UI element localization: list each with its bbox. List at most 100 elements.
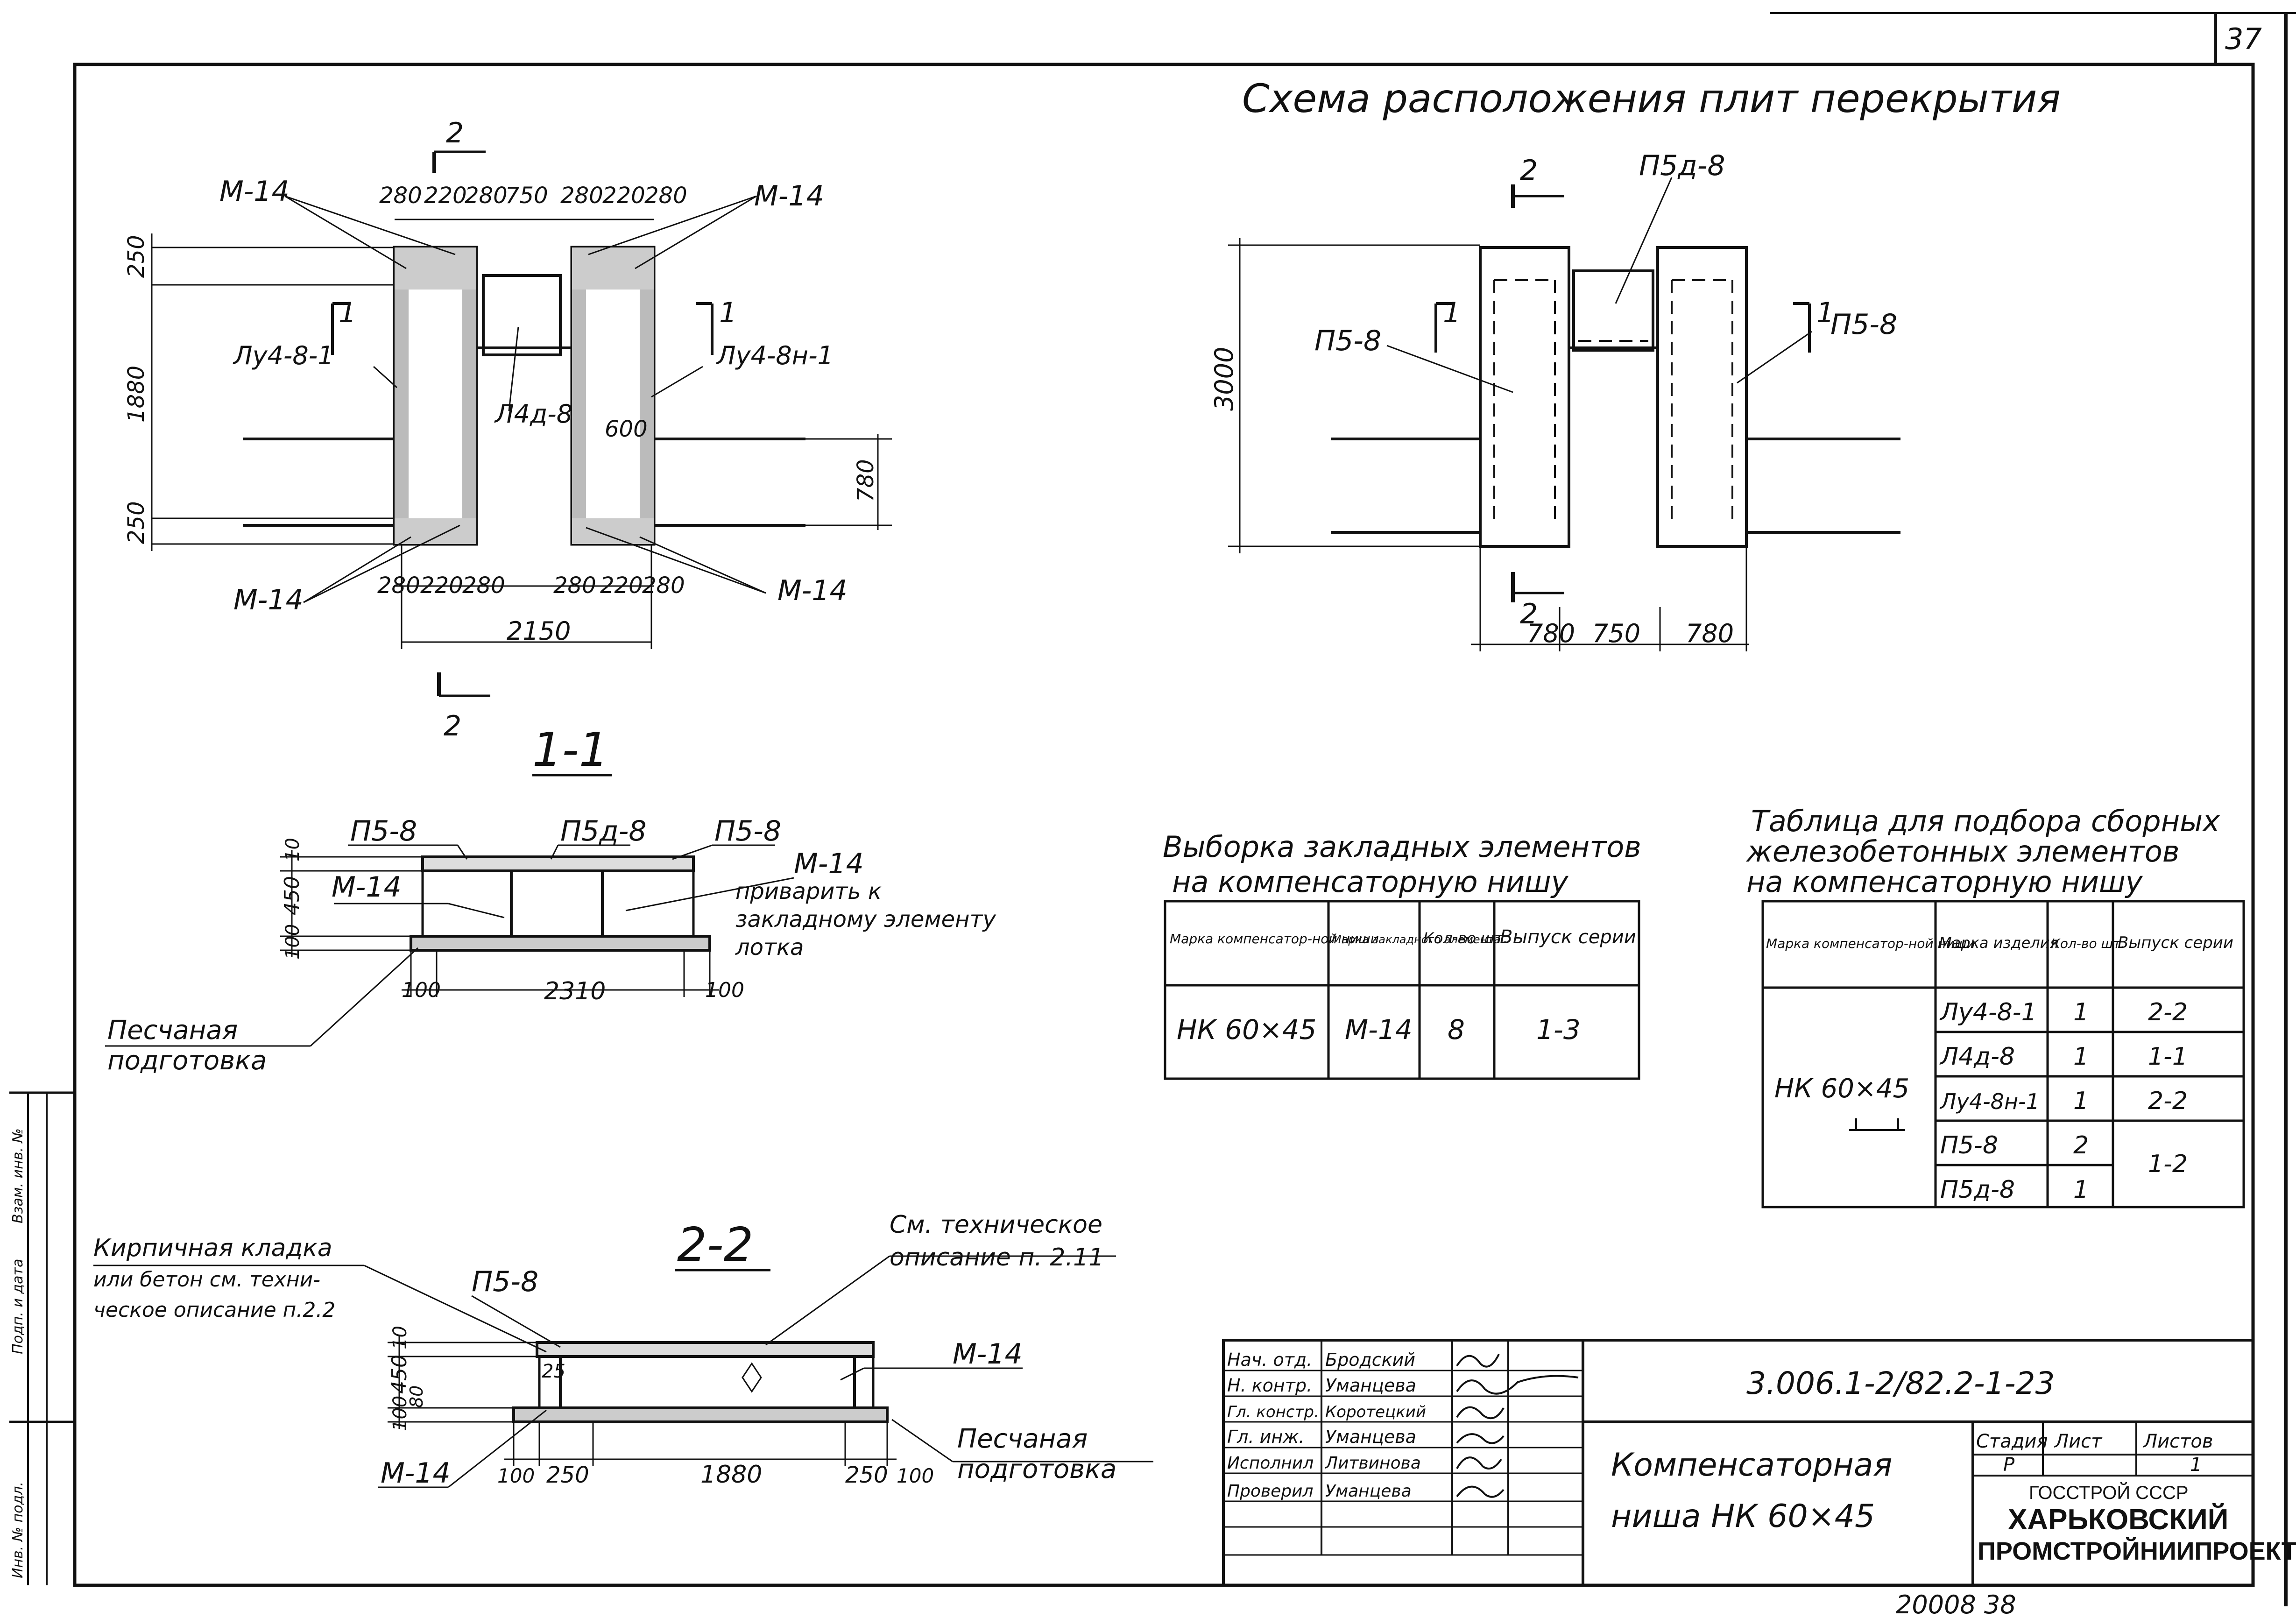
embedded-header-element: Марка закладного элемента <box>1332 933 1501 946</box>
title-block-code: 3.006.1-2/82.2-1-23 <box>1746 1365 2055 1401</box>
plan-bottom-dim-r2: 220 <box>600 572 643 599</box>
embedded-header-qty: Кол-во шт. <box>1423 929 1508 947</box>
plan-bottom-dim-l3: 280 <box>462 572 505 599</box>
selection-item-1: Лу4-8-1 <box>1939 998 2037 1026</box>
section-1-1-p58-left: П5-8 <box>350 815 417 848</box>
plan-top-dim-6: 220 <box>602 183 645 209</box>
plan-total-width: 2150 <box>507 616 571 646</box>
scheme-height-dim: 3000 <box>1209 347 1239 411</box>
section-1-1 <box>105 774 794 1047</box>
plan-top-dim-1: 280 <box>379 183 422 209</box>
section-2-2-dim-100-left: 100 <box>497 1464 535 1487</box>
plan-lu48-1: Лу4-8-1 <box>233 341 334 370</box>
scheme-bottom-dim-3: 780 <box>1686 619 1734 648</box>
section-1-1-dim-450: 450 <box>280 876 304 915</box>
section-2-2-dim-10: 10 <box>389 1326 411 1350</box>
section-symbol <box>1849 1118 1905 1131</box>
scheme-view <box>1228 177 1900 651</box>
section-2-2-brick-1: Кирпичная кладка <box>93 1234 332 1262</box>
scheme-labels: П5д-8 П5-8 П5-8 3000 780 750 780 1 1 2 2 <box>1209 149 1897 648</box>
title-block-signatures <box>1456 1354 1579 1498</box>
plan-right-dim: 780 <box>853 459 879 502</box>
plan-top-dim-3: 280 <box>465 183 508 209</box>
plan-l4d-8: Л4д-8 <box>494 399 572 429</box>
selection-header-item: Марка изделия <box>1939 934 2059 952</box>
selection-series-2: 1-1 <box>2148 1043 2188 1071</box>
selection-series-3: 2-2 <box>2148 1087 2188 1115</box>
selection-item-3: Лу4-8н-1 <box>1939 1089 2040 1114</box>
title-block-name-2: Уманцева <box>1325 1375 1416 1396</box>
plan-sec2-top: 2 <box>446 117 464 149</box>
section-1-1-m14-left: М-14 <box>332 871 402 904</box>
plan-bottom-dim-r3: 280 <box>642 572 685 599</box>
selection-qty-4: 2 <box>2073 1131 2089 1159</box>
title-block-stage-header: Стадия <box>1976 1431 2048 1452</box>
plan-left-dim-bot: 250 <box>123 501 149 544</box>
sheet-number: 37 <box>2225 22 2262 56</box>
section-1-1-weld-note-3: лотка <box>735 934 804 961</box>
section-1-1-m14-right: М-14 <box>794 848 864 880</box>
selection-header-series: Выпуск серии <box>2118 933 2233 952</box>
section-2-2-dim-100v: 100 <box>389 1396 411 1431</box>
plan-m14-tr: М-14 <box>754 180 824 212</box>
title-block-name-3: Коротецкий <box>1325 1403 1426 1421</box>
selection-qty-2: 1 <box>2073 1043 2089 1071</box>
title-block-role-5: Исполнил <box>1227 1454 1314 1473</box>
scheme-sec1-left: 1 <box>1443 297 1461 329</box>
selection-qty-3: 1 <box>2073 1087 2089 1115</box>
section-1-1-dim-2310: 2310 <box>544 977 606 1005</box>
section-1-1-dim-10: 10 <box>282 838 304 862</box>
plan-sec1-left: 1 <box>339 297 356 329</box>
section-1-1-p5d8: П5д-8 <box>560 815 647 848</box>
selection-qty-5: 1 <box>2073 1176 2089 1204</box>
selection-table-title-1: Таблица для подбора сборных <box>1751 804 2220 838</box>
title-block-sheet-header: Лист <box>2054 1431 2103 1452</box>
title-block-org-2: ХАРЬКОВСКИЙ <box>2008 1503 2228 1536</box>
title-block-stage: Р <box>2003 1454 2015 1476</box>
selection-item-4: П5-8 <box>1940 1131 1998 1159</box>
plan-lu48n-1: Лу4-8н-1 <box>716 341 834 370</box>
section-1-1-dim-100-right: 100 <box>705 978 744 1002</box>
selection-header-qty: Кол-во шт. <box>2051 936 2125 951</box>
title-block-role-6: Проверил <box>1227 1482 1314 1501</box>
title-block-name-4: Уманцева <box>1325 1427 1416 1447</box>
embedded-cell-series: 1-3 <box>1536 1014 1581 1046</box>
plan-inner-dim: 600 <box>605 416 648 442</box>
section-2-2-dim-450: 450 <box>388 1355 411 1394</box>
title-block-name-1: Бродский <box>1325 1350 1415 1370</box>
section-2-2-brick-3: ческое описание п.2.2 <box>93 1298 335 1322</box>
embedded-header-series: Выпуск серии <box>1500 926 1636 948</box>
plan-left-dim-mid: 1880 <box>123 366 149 423</box>
section-1-1-weld-note-2: закладному элементу <box>735 906 996 933</box>
section-2-2-dim-25: 25 <box>542 1361 565 1382</box>
title-block-name-5: Литвинова <box>1324 1454 1421 1473</box>
section-1-1-dim-100-left: 100 <box>402 978 441 1002</box>
section-1-1-p58-right: П5-8 <box>714 815 781 848</box>
title-block-role-4: Гл. инж. <box>1227 1427 1304 1447</box>
section-1-1-labels: 1-1 П5-8 П5д-8 П5-8 М-14 М-14 приварить … <box>107 722 996 1076</box>
section-1-1-sand-1: Песчаная <box>107 1015 238 1046</box>
scheme-p5d8: П5д-8 <box>1639 149 1725 182</box>
title-block-org-3: ПРОМСТРОЙНИИПРОЕКТ <box>1978 1537 2296 1565</box>
plan-bottom-dim-r1: 280 <box>553 572 596 599</box>
selection-table-title-3: на компенсаторную нишу <box>1746 865 2143 899</box>
section-2-2-tech-1: См. техническое <box>890 1211 1102 1239</box>
sheet-frame <box>9 12 2296 1606</box>
section-2-2-dim-100-right: 100 <box>897 1464 934 1487</box>
plan-top-dim-7: 280 <box>644 183 687 209</box>
section-2-2-tech-2: описание п. 2.11 <box>890 1244 1104 1272</box>
plan-m14-tl: М-14 <box>219 175 290 208</box>
selection-qty-1: 1 <box>2073 998 2089 1026</box>
scheme-p58-left: П5-8 <box>1314 325 1381 357</box>
plan-top-dim-4: 750 <box>505 183 548 209</box>
plan-sec1-right: 1 <box>719 297 737 329</box>
scheme-sec2-bottom: 2 <box>1520 598 1538 630</box>
embedded-table-title-1: Выборка закладных элементов <box>1163 830 1641 864</box>
selection-item-2: Л4д-8 <box>1939 1043 2015 1071</box>
title-block-name-line-1: Компенсаторная <box>1611 1447 1892 1484</box>
title-block: Нач. отд. Бродский Н. контр. Уманцева Гл… <box>1222 1339 2296 1587</box>
scheme-p58-right: П5-8 <box>1830 308 1897 341</box>
embedded-header-niche: Марка компенсатор-ной ниши <box>1170 931 1379 947</box>
scheme-sec2-top: 2 <box>1520 154 1538 187</box>
